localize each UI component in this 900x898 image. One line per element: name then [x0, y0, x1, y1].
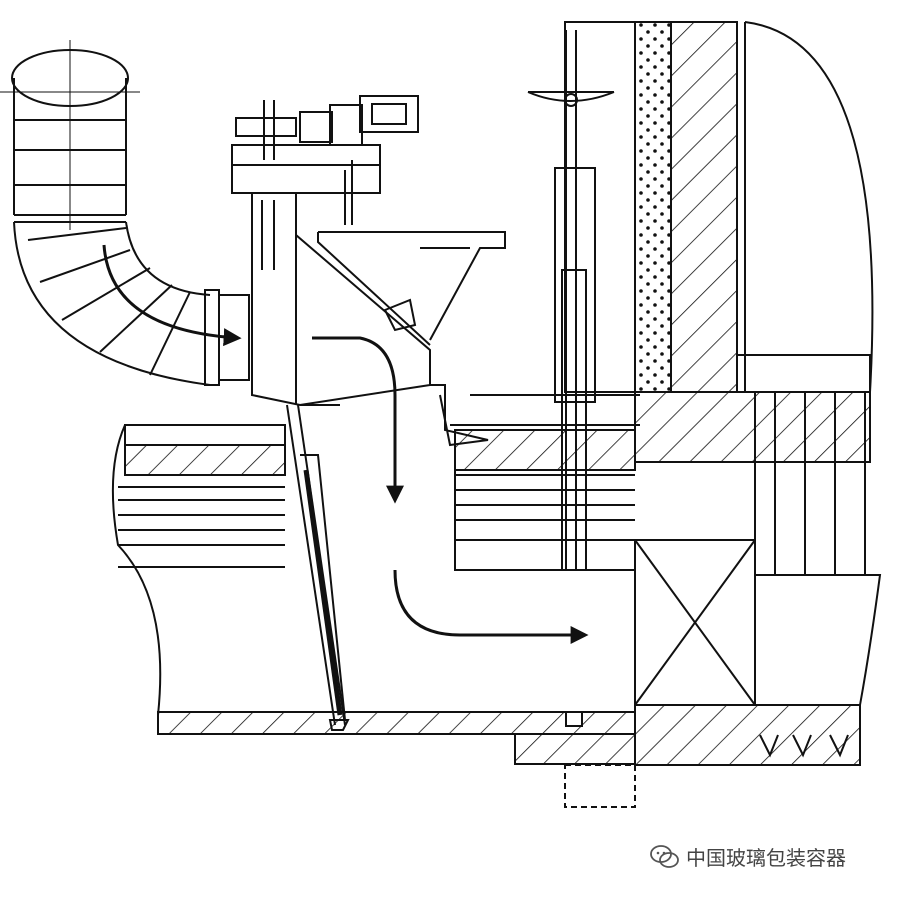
burner-body: [251, 192, 506, 447]
inclined-rod: [286, 404, 350, 731]
center-wall: [450, 394, 640, 571]
right-column: [564, 21, 874, 576]
watermark-text: 中国玻璃包装容器: [686, 846, 846, 870]
burner-motor: [231, 95, 419, 225]
watermark: 中国玻璃包装容器: [650, 842, 846, 871]
left-wall: [111, 424, 286, 716]
wechat-icon: [650, 844, 679, 868]
checker-box: [634, 539, 882, 706]
air-duct: [0, 40, 250, 386]
flow-arrows: [102, 244, 589, 644]
floor: [157, 704, 861, 808]
